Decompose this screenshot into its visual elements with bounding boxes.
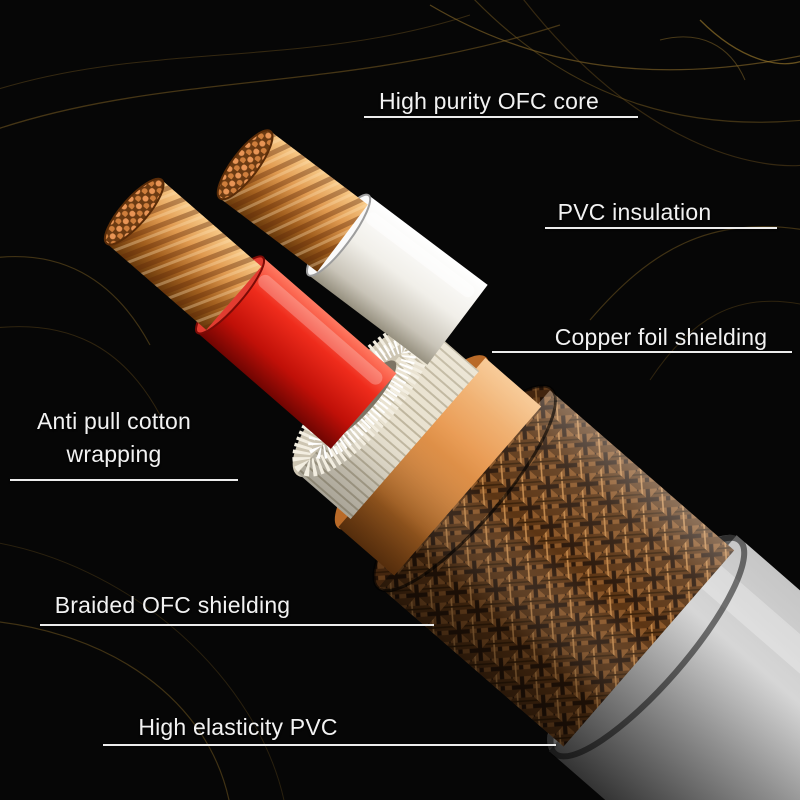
cable [103,129,800,800]
callout-text: Copper foil shielding [554,324,768,350]
callout-text: High elasticity PVC [138,714,338,740]
callout-line-cotton-wrap [10,479,238,481]
callout-pvc-insulation: PVC insulation [522,196,747,229]
copper-strand-tip [103,177,165,246]
callout-braided-shield: Braided OFC shielding [40,589,305,622]
copper-strands [103,177,262,330]
callout-line-braided-shield [40,624,434,626]
callout-outer-jacket: High elasticity PVC [103,711,373,744]
callout-copper-foil: Copper foil shielding [516,321,800,354]
callout-text: PVC insulation [557,199,712,225]
callout-text: Braided OFC shielding [54,592,291,618]
callout-line-outer-jacket [103,744,556,746]
callout-text: High purity OFC core [378,88,599,114]
callout-line-pvc-insulation [545,227,777,229]
callout-line-copper-foil [492,351,792,353]
copper-strand-tip [216,129,274,201]
callout-line-ofc-core [364,116,638,118]
copper-strands [216,129,368,272]
callout-cotton-wrap: Anti pull cotton wrapping [0,405,228,472]
red-conductor [103,177,397,449]
white-conductor [216,129,488,365]
callout-text: Anti pull cotton wrapping [36,408,192,468]
callout-ofc-core: High purity OFC core [354,85,624,118]
